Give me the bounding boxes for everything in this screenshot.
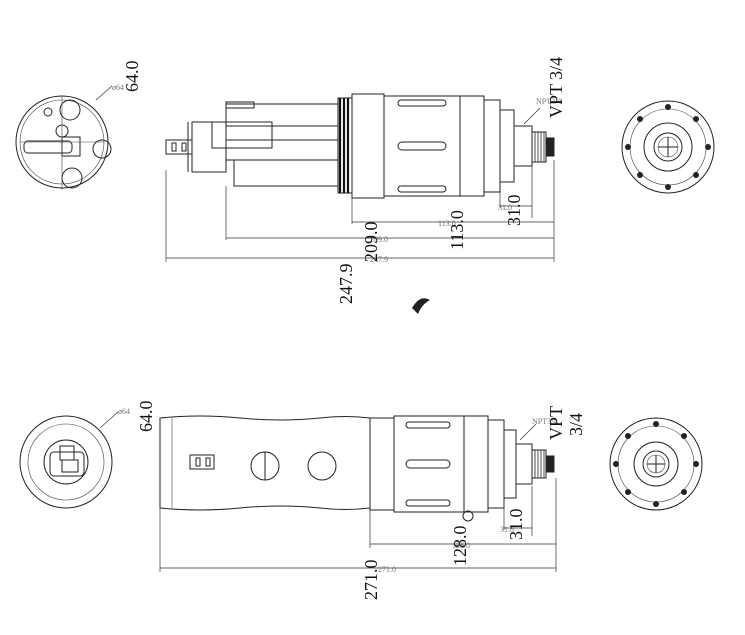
bottom-dimension-lines xyxy=(159,478,557,572)
bottom-thread-label-1: VPT xyxy=(546,406,566,440)
top-dimension-lines xyxy=(165,160,555,262)
top-dim-31: 31.0 xyxy=(504,195,524,227)
top-diameter-label: 64.0 xyxy=(122,61,142,93)
bottom-diameter-label: 64.0 xyxy=(136,401,156,433)
bottom-left-end-view xyxy=(19,411,119,509)
bottom-small-dim-1: 271.0 xyxy=(378,565,396,574)
top-small-dim-3: 113.0 xyxy=(438,219,456,228)
top-small-dim-2: 209.0 xyxy=(370,235,388,244)
bottom-sensor-body xyxy=(159,415,555,522)
top-dim-209: 209.0 xyxy=(361,222,381,263)
top-thread-label: VPT 3/4 xyxy=(546,57,566,118)
bottom-right-end-view xyxy=(609,417,703,511)
bottom-thread-label-2: 3/4 xyxy=(566,413,586,436)
top-right-end-view xyxy=(621,100,715,194)
stray-mark-icon xyxy=(412,298,430,314)
top-sensor-body xyxy=(165,93,555,199)
bottom-thread-small: NPT3/4 xyxy=(532,417,557,426)
bottom-diameter-small: ø64 xyxy=(118,407,130,416)
top-dim-113: 113.0 xyxy=(447,210,467,250)
top-thread-small: NPT3/4 xyxy=(536,97,561,106)
top-diameter-small: ø64 xyxy=(112,83,124,92)
bottom-small-dim-2: 128.0 xyxy=(452,541,470,550)
top-left-end-view xyxy=(15,85,113,190)
bottom-dim-31: 31.0 xyxy=(506,509,526,541)
bottom-dim-271: 271.0 xyxy=(361,560,381,601)
bottom-dim-128: 128.0 xyxy=(450,526,470,567)
top-dim-247: 247.9 xyxy=(336,264,356,305)
top-small-dim-4: 31.0 xyxy=(498,203,512,212)
bottom-small-dim-3: 31.0 xyxy=(500,525,514,534)
top-small-dim-1: 247.9 xyxy=(370,255,388,264)
